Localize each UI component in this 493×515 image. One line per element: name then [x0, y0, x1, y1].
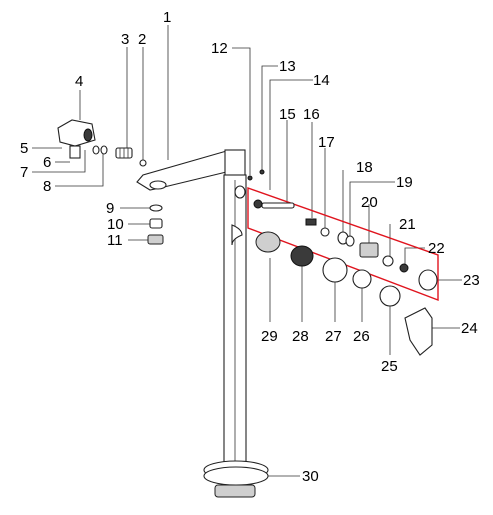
label-9: 9 — [106, 200, 114, 217]
label-1: 1 — [163, 9, 171, 26]
holder-parts — [57, 119, 164, 245]
label-15: 15 — [279, 106, 296, 123]
label-24: 24 — [461, 320, 478, 337]
label-11: 11 — [107, 232, 123, 249]
label-30: 30 — [302, 468, 319, 485]
label-23: 23 — [463, 272, 480, 289]
label-3: 3 — [121, 31, 129, 48]
label-8: 8 — [43, 178, 51, 195]
label-6: 6 — [43, 154, 51, 171]
handle-parts — [247, 169, 438, 356]
label-21: 21 — [399, 216, 416, 233]
label-25: 25 — [381, 358, 398, 375]
label-17: 17 — [318, 134, 335, 151]
label-27: 27 — [325, 328, 342, 345]
part-number-labels: 1 2 3 4 5 6 7 8 9 10 11 12 13 14 15 16 1… — [20, 9, 480, 485]
label-18: 18 — [356, 159, 373, 176]
label-13: 13 — [279, 58, 296, 75]
label-29: 29 — [261, 328, 278, 345]
label-5: 5 — [20, 140, 28, 157]
label-22: 22 — [428, 240, 445, 257]
label-26: 26 — [353, 328, 370, 345]
label-10: 10 — [107, 216, 124, 233]
label-7: 7 — [20, 164, 28, 181]
label-20: 20 — [361, 194, 378, 211]
label-2: 2 — [138, 31, 146, 48]
label-19: 19 — [396, 174, 413, 191]
faucet-body — [136, 149, 269, 498]
label-16: 16 — [303, 106, 320, 123]
label-12: 12 — [211, 40, 228, 57]
label-4: 4 — [75, 73, 83, 90]
highlight-box — [247, 187, 439, 302]
label-14: 14 — [313, 72, 330, 89]
label-28: 28 — [292, 328, 309, 345]
leader-lines — [32, 25, 462, 477]
